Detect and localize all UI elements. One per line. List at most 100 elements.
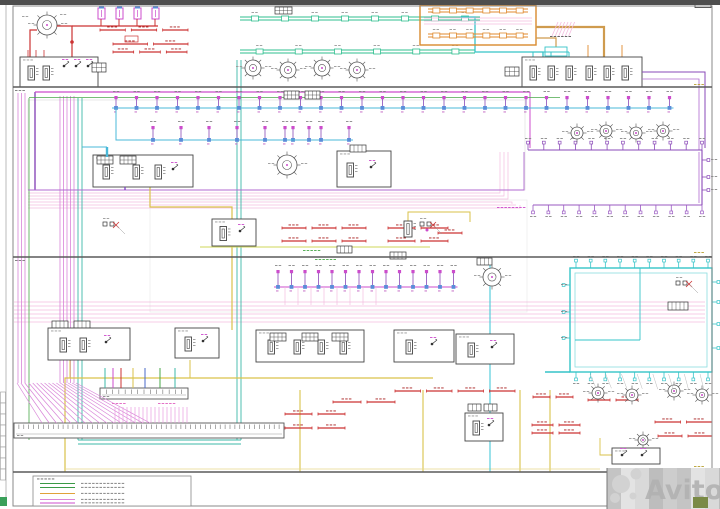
fusebox-bottom-5 [455,333,515,365]
pink-straight-drops [114,407,188,423]
main-connector-strip [13,422,285,439]
red-run-m1 [281,224,367,230]
switch-labels-l [22,16,29,17]
teal-bottom-run [78,439,241,445]
pale-outline-2 [149,199,528,313]
pink-drops-r4 [284,287,377,305]
orange-box-pink-lines [424,17,532,25]
violet-right-1 [642,71,706,148]
edge-label-2 [15,260,25,261]
fusebox-left-1 [92,154,194,188]
cyan-stubs-bottom [573,371,712,384]
labelgrid-yg [336,245,353,254]
pink-fan-1 [28,152,501,194]
ignition-switch [28,11,68,39]
avito-watermark-text: Avito [645,475,720,506]
conn-cluster-mid [419,218,443,235]
yellow-bottom-L [64,377,433,472]
fusebox-mid [211,218,257,247]
cyan-loop-outer [569,267,713,373]
green-bus-2 [240,45,475,55]
loop-comp [675,277,699,294]
tan-route-1 [536,25,606,57]
speaker-4 [687,385,719,405]
purple-bus-lower [530,204,706,217]
red-junction [70,40,74,44]
fusebox-bottom-2 [174,327,220,359]
cyan-stubs-right [712,280,720,350]
labelgrid-r1a [283,90,300,100]
strip-label-2 [158,403,176,404]
connector-row-3 [274,265,458,292]
red-run-bt1 [394,387,516,393]
red-run-bt4 [284,424,346,430]
right-comp-2 [591,121,623,141]
violet-right-2 [642,78,700,150]
labelgrid-b1 [91,62,107,73]
speaker-1 [583,383,615,403]
left-stamp-column [0,391,6,481]
pink-fan-4 [28,201,513,204]
labelgrid-r4a [389,251,407,260]
edge-label-3 [694,84,704,85]
yellow-box-drops [69,360,191,378]
edge-label-4 [694,252,704,253]
right-comp-3 [621,123,653,143]
labelgrid-b3 [504,66,520,77]
legend [32,475,192,507]
labelgrid-relay2 [483,403,498,412]
small-strip-wires [104,368,176,388]
red-wire-2 [57,25,73,57]
orange-comps-bottom [428,29,528,39]
yellow-trunk-1 [149,187,233,330]
relay-box-bottom [464,412,504,442]
right-edge-tags [702,158,718,192]
cyan-stubs-top [573,256,712,269]
pink-band [14,301,705,323]
strip-label-1 [112,403,126,404]
fuse-row-topleft [97,5,160,20]
top-edge-bar [0,0,720,5]
red-run-m3 [387,224,449,230]
fusebox-bottom-1 [47,327,131,361]
edge-label-1 [15,90,25,91]
small-label-box [124,35,139,43]
purple-bus-upper [525,138,706,151]
yellow-drops-bottom [299,390,551,472]
green-tab [0,497,7,506]
connector-row-2 [149,121,353,145]
right-comp-1 [562,123,594,143]
labelgrid-relay1 [467,403,482,412]
sheet-border [12,5,713,507]
edge-label-5 [694,466,704,467]
magenta-dot [425,228,429,232]
red-run-bt9 [654,418,713,424]
circ-bottomright [629,431,659,449]
small-connector-strip [99,387,189,400]
red-run-bt5 [532,393,574,399]
labelgrid-loop [667,301,689,311]
conn-face-3 [305,56,341,80]
pink-fan-3 [28,152,509,200]
fusebox-bottom-4 [393,329,455,363]
conn-face-2 [271,58,307,82]
red-run-bt7 [531,421,581,427]
orange-b3-stubs [587,45,623,57]
comp-box-bottomright [611,447,661,465]
purple-dash-row [497,207,526,208]
red-run-bt2 [332,398,396,404]
pink-fan-6 [28,205,521,209]
speaker-2 [617,385,649,405]
r1-left-drop [115,108,150,141]
right-comp-4 [648,121,680,141]
pink-hatch [551,21,576,37]
fuse-mid-standalone [403,220,416,238]
conn-face-4 [340,58,376,82]
violet-run [28,152,525,191]
magenta-risers-left [17,93,26,383]
speaker-leaders [589,373,705,391]
fusebox-topleft [19,56,99,88]
connector-row-1 [112,91,674,113]
teal-risers-mid [236,60,242,440]
b1-top-ticks [27,50,45,57]
